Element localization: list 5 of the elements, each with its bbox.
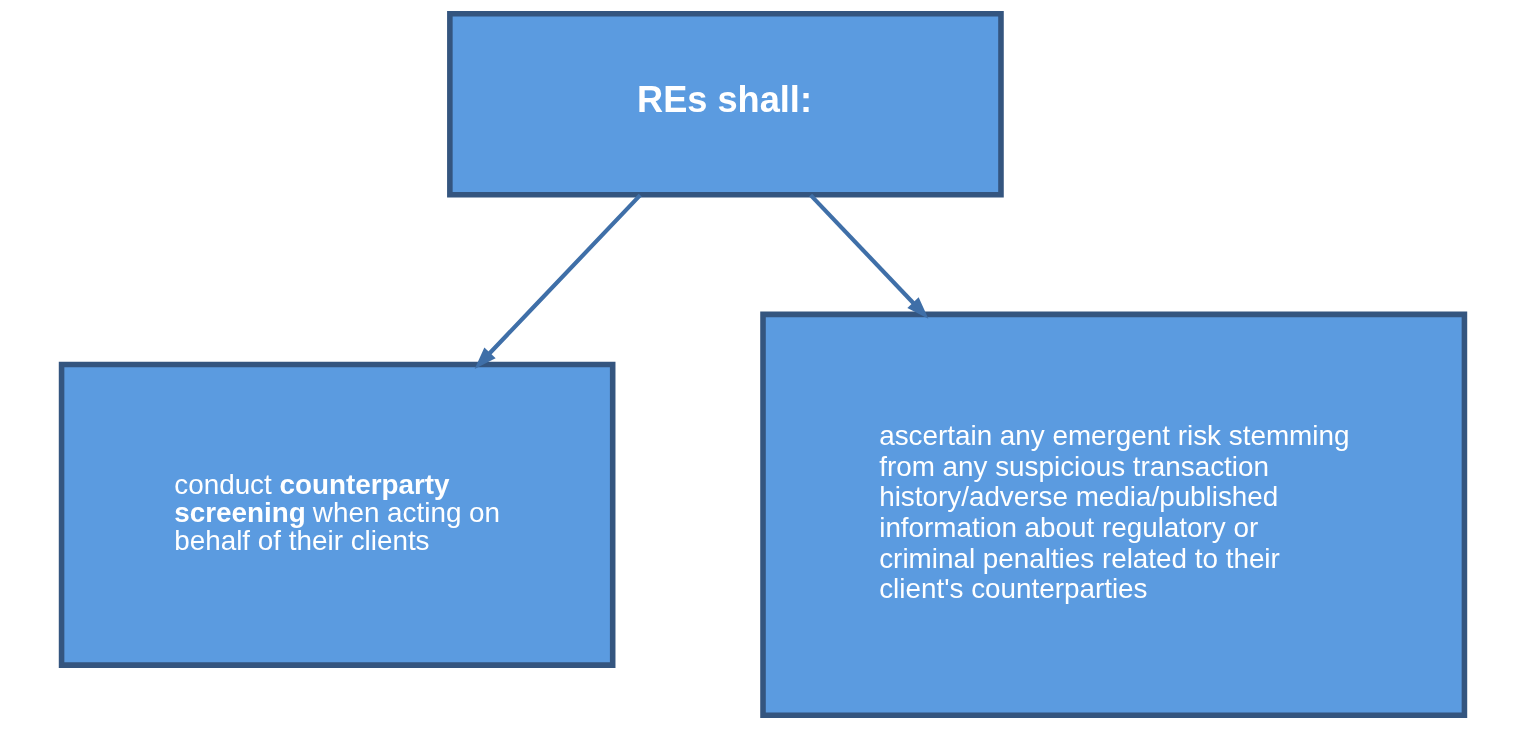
node-box: conduct counterparty screening when acting on behalf of their clients [58, 361, 616, 668]
node-box: REs shall: [447, 11, 1004, 198]
node-box: ascertain any emergent risk stemming from any suspicious transaction history/adverse media/published information about regulatory or criminal penalties related to their client's counterparties [760, 311, 1468, 718]
arrow [809, 193, 929, 319]
arrow [474, 193, 642, 369]
